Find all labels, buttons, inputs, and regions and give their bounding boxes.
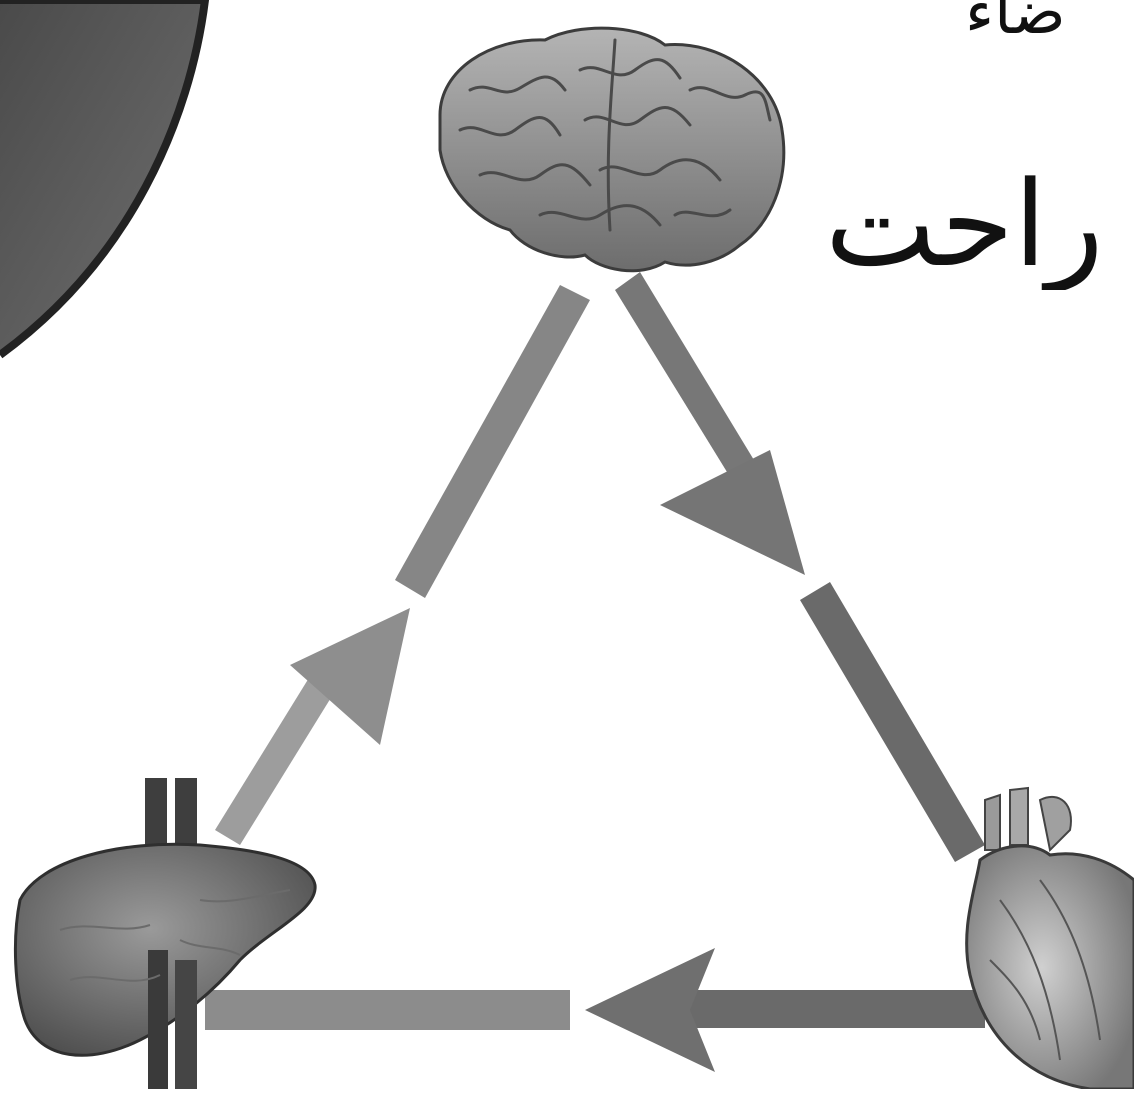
- liver-icon: [15, 778, 315, 1089]
- arrow-liver-to-brain: [215, 285, 590, 845]
- heading-main-fragment: راحت: [825, 160, 1134, 290]
- arrow-heart-to-liver: [205, 948, 985, 1072]
- brain-icon: [440, 28, 784, 271]
- heart-icon: [967, 788, 1134, 1089]
- arrow-brain-to-heart: [615, 272, 985, 862]
- heading-top-fragment: ضاء: [965, 0, 1134, 46]
- corner-photo: [0, 0, 205, 355]
